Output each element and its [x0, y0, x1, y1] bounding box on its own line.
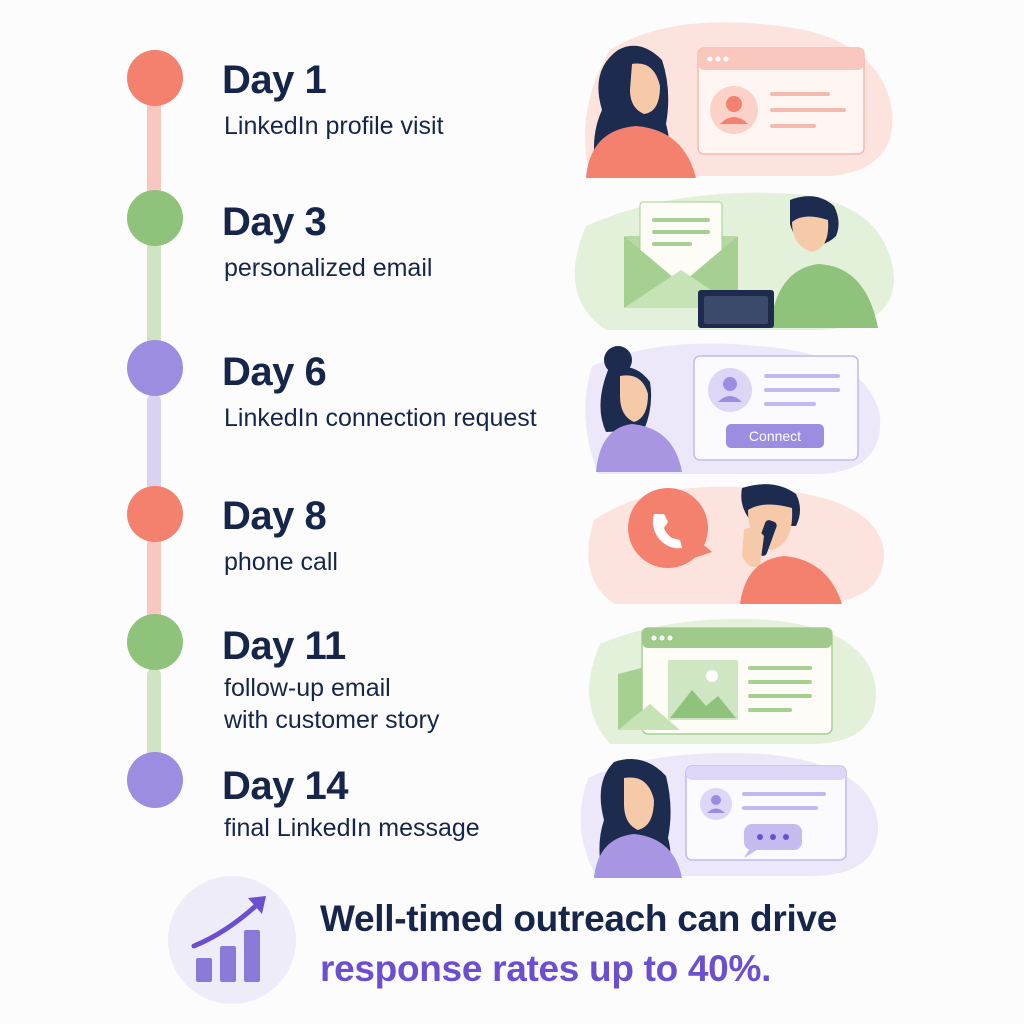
growth-chart-icon: [168, 876, 296, 1004]
timeline-dot-day-11: [127, 614, 183, 670]
illustration-final-message: [574, 748, 882, 878]
footer-headline: Well-timed outreach can drive: [320, 898, 837, 939]
timeline-connector-3: [147, 394, 161, 492]
timeline-connector-2: [147, 240, 161, 350]
timeline-dot-day-6: [127, 340, 183, 396]
illustration-personalized-email: [566, 186, 898, 332]
illustration-profile-visit: [580, 20, 900, 178]
step-day-label: Day 14: [222, 764, 348, 808]
step-day-label: Day 6: [222, 350, 327, 394]
timeline-connector-5: [147, 668, 161, 764]
step-description: phone call: [224, 548, 338, 576]
timeline-dot-day-14: [127, 752, 183, 808]
timeline-connector-4: [147, 536, 161, 626]
timeline-dot-day-3: [127, 190, 183, 246]
timeline-dot-day-1: [127, 50, 183, 106]
step-description: follow-up email: [224, 674, 391, 702]
timeline-connector-1: [147, 100, 161, 196]
illustration-phone-call: [584, 480, 888, 606]
timeline-dot-day-8: [127, 486, 183, 542]
connect-button: [726, 424, 824, 448]
footer-highlight: response rates up to 40%.: [320, 948, 772, 989]
step-day-label: Day 8: [222, 494, 327, 538]
step-description: LinkedIn connection request: [224, 404, 537, 432]
connect-button-label: Connect: [749, 428, 801, 444]
step-description: final LinkedIn message: [224, 814, 480, 842]
illustration-connection-request: Connect: [578, 336, 886, 476]
step-day-label: Day 1: [222, 58, 327, 102]
step-day-label: Day 11: [222, 624, 346, 668]
illustration-follow-up-email: [580, 614, 880, 746]
step-day-label: Day 3: [222, 200, 327, 244]
step-description: LinkedIn profile visit: [224, 112, 444, 140]
step-description: personalized email: [224, 254, 433, 282]
step-description-line-2: with customer story: [224, 706, 440, 734]
